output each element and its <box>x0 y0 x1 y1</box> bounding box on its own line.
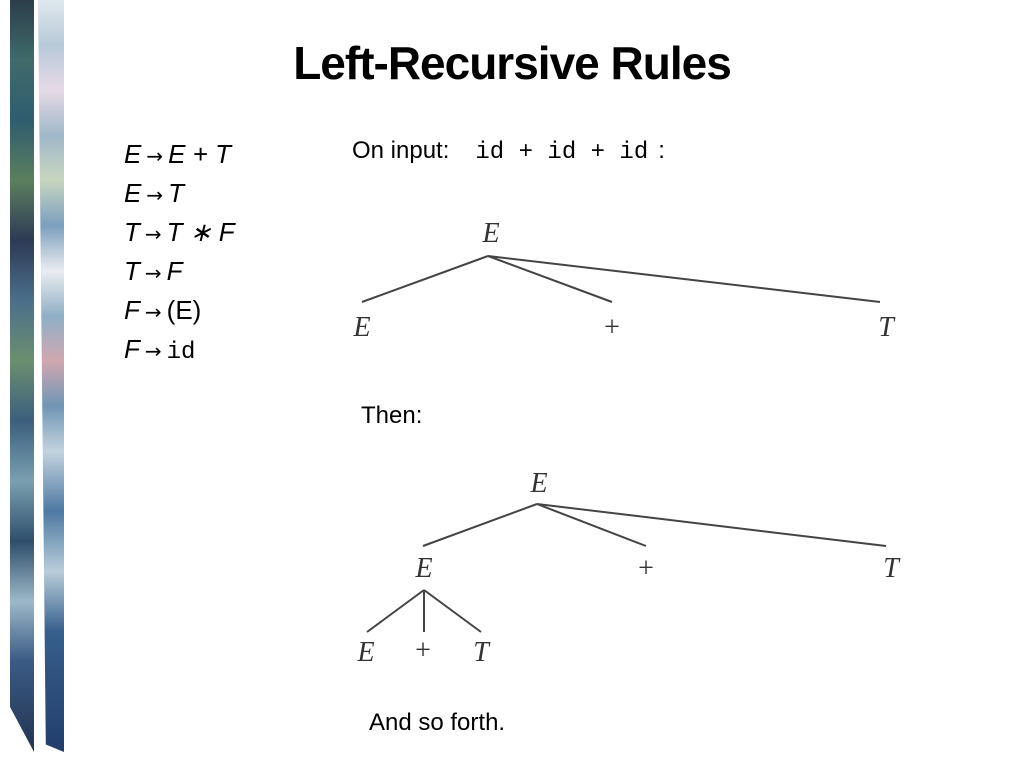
right-arrow-icon: → <box>146 183 164 207</box>
rule-lhs: T <box>124 217 140 247</box>
tree2-grandchild: T <box>473 637 491 668</box>
parse-tree-2: E E + T E + T <box>356 468 901 668</box>
grammar-rule: T→F <box>124 253 235 292</box>
rule-rhs: T ∗ F <box>166 217 235 247</box>
on-input-line: On input: id + id + id: <box>352 137 665 166</box>
grammar-rule: E→E + T <box>124 136 235 175</box>
tree-edge <box>536 503 887 547</box>
right-arrow-icon: → <box>144 222 162 246</box>
grammar-rule: E→T <box>124 175 235 214</box>
input-string: id + id + id <box>475 139 649 166</box>
input-colon: : <box>658 137 665 164</box>
parse-tree-1: E E + T <box>352 218 896 343</box>
tree2-root: E <box>529 468 547 499</box>
rule-lhs: E <box>124 178 142 208</box>
right-arrow-icon: → <box>146 144 164 168</box>
tree1-child: + <box>604 312 620 343</box>
tree-edge <box>423 589 482 633</box>
grammar-rule: F→(E) <box>124 292 235 331</box>
tree2-child: E <box>414 553 432 584</box>
slide-title: Left-Recursive Rules <box>293 37 732 89</box>
tree1-root: E <box>481 218 499 249</box>
rule-lhs: F <box>124 295 140 325</box>
right-arrow-icon: → <box>144 261 162 285</box>
tree2-grandchild: E <box>356 637 374 668</box>
then-label: Then: <box>361 402 423 429</box>
tree2-grandchild: + <box>415 635 431 666</box>
rule-lhs: T <box>124 256 140 286</box>
on-input-label: On input: <box>352 137 450 164</box>
grammar-rules: E→E + T E→T T→T ∗ F T→F F→(E) F→id <box>124 136 235 371</box>
tree-edge <box>487 255 881 303</box>
rule-lhs: F <box>124 334 140 364</box>
tree2-child: T <box>883 553 901 584</box>
rule-lhs: E <box>124 139 142 169</box>
right-arrow-icon: → <box>144 339 162 363</box>
tree-edge <box>422 503 538 547</box>
right-arrow-icon: → <box>144 300 162 324</box>
rule-rhs: T <box>168 178 184 208</box>
tree-edge <box>487 255 613 303</box>
rule-rhs: E + T <box>168 139 231 169</box>
tree-edge <box>361 255 489 303</box>
grammar-rule: F→id <box>124 331 235 371</box>
tree-edge <box>366 589 425 633</box>
decorative-strip-left <box>10 0 34 752</box>
tree-edge <box>536 503 647 547</box>
grammar-rule: T→T ∗ F <box>124 214 235 253</box>
tree2-child: + <box>638 553 654 584</box>
rule-rhs: F <box>166 256 183 286</box>
tree1-child: T <box>878 312 896 343</box>
rule-rhs: id <box>166 339 196 366</box>
and-so-forth-label: And so forth. <box>369 709 506 736</box>
rule-rhs: (E) <box>166 295 202 325</box>
tree1-child: E <box>352 312 370 343</box>
